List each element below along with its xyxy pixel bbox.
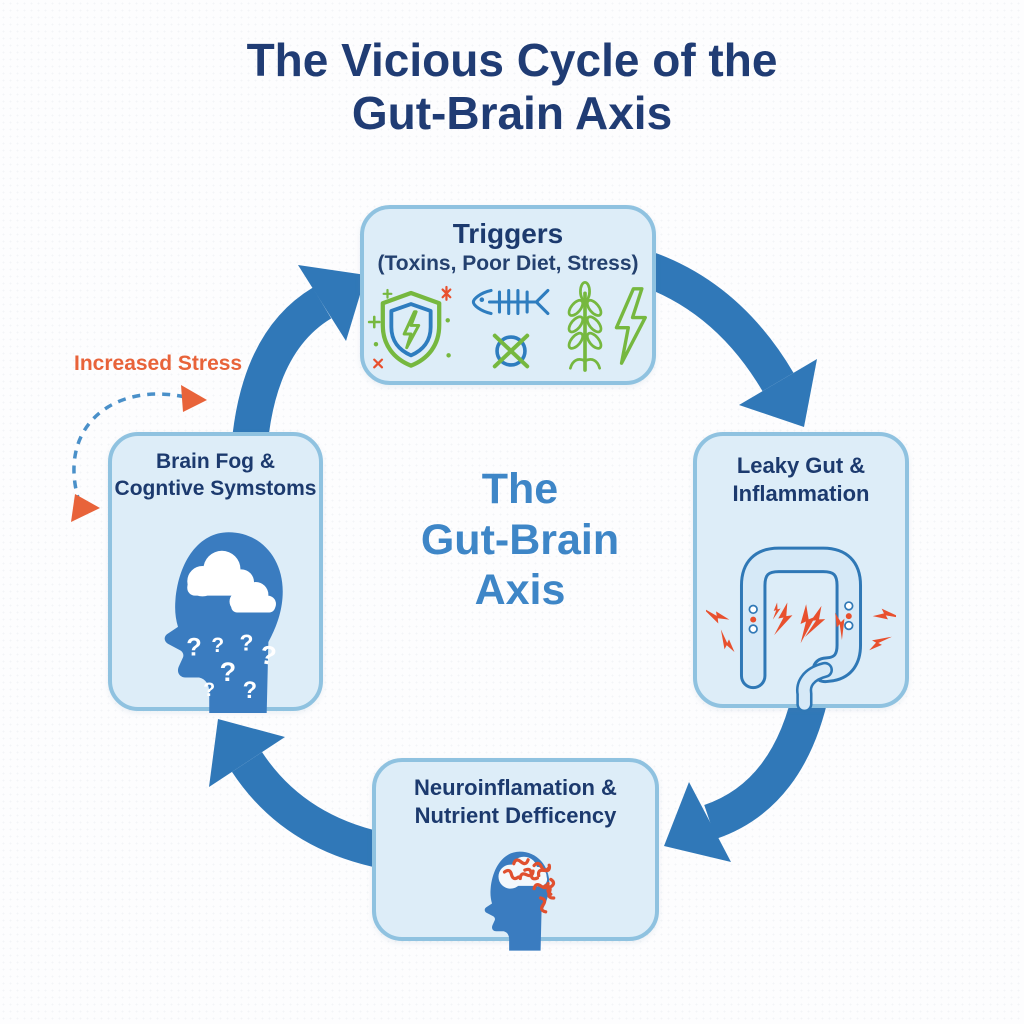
question-mark-glyph: ? <box>219 657 236 687</box>
brain-fog-title-line1: Brain Fog & <box>156 450 275 473</box>
center-label-line2: Gut-Brain <box>420 515 620 564</box>
page-title-line2: Gut-Brain Axis <box>351 87 673 140</box>
question-mark-glyph: ? <box>211 634 224 657</box>
question-mark-glyph: ? <box>186 633 201 661</box>
arrowhead-up-right-icon <box>298 265 366 341</box>
neuro-title-line1: Neuroinflamation & <box>414 775 617 800</box>
page-title: The Vicious Cycle of the Gut-Brain Axis <box>0 34 1024 141</box>
neuro-squiggles-icon <box>502 858 555 914</box>
node-triggers: Triggers (Toxins, Poor Diet, Stress) <box>360 205 656 385</box>
triggers-subtitle: (Toxins, Poor Diet, Stress) <box>377 251 639 275</box>
arrowhead-up-left-icon <box>209 719 285 787</box>
arrowhead-down-left-icon <box>664 782 731 862</box>
foggy-mind-head-icon: ? ? ? ? ? ? ? <box>164 531 283 713</box>
triggers-icon-row <box>364 280 652 378</box>
question-mark-glyph: ? <box>239 629 253 655</box>
node-neuroinflammation: Neuroinflamation & Nutrient Defficency <box>372 758 659 951</box>
arrow-neuro-to-brain-fog <box>231 751 394 870</box>
center-label-line1: The <box>481 465 559 513</box>
question-mark-glyph: ? <box>242 678 256 704</box>
brain-fog-title-line2: Cogntive Symstoms <box>114 476 317 500</box>
center-label-line3: Axis <box>474 566 566 615</box>
inflammation-bolts-icon <box>702 602 903 653</box>
leaky-gut-title-line1: Leaky Gut & <box>736 453 866 478</box>
neuroinflamed-brain-head-icon <box>484 851 555 951</box>
arrow-triggers-to-leaky-gut <box>629 247 794 392</box>
wheat-grain-icon <box>567 280 603 372</box>
crossed-circle-icon <box>492 333 530 369</box>
page-title-line1: The Vicious Cycle of the <box>246 34 778 86</box>
lightning-bolt-icon <box>614 286 647 365</box>
leaky-gut-title-line2: Inflammation <box>732 481 870 507</box>
increased-stress-label: Increased Stress <box>74 352 243 375</box>
shield-lightning-icon <box>367 285 452 369</box>
fog-clouds-icon <box>186 550 276 613</box>
dashed-feedback-arrow <box>72 392 186 499</box>
neuro-title-line2: Nutrient Defficency <box>414 803 617 829</box>
center-label: The Gut-Brain Axis <box>382 464 658 616</box>
arrowhead-down-right-icon <box>739 359 817 427</box>
leak-particles-icon <box>748 601 854 634</box>
fish-skeleton-icon <box>471 288 550 315</box>
feedback-arrowhead-bottom-icon <box>71 494 100 522</box>
node-brain-fog: Brain Fog & Cogntive Symstoms ? ? ? ? ? … <box>108 432 323 713</box>
triggers-title: Triggers <box>452 218 564 249</box>
node-leaky-gut: Leaky Gut & Inflammation <box>693 432 909 713</box>
question-mark-glyph: ? <box>203 679 215 701</box>
feedback-arrowhead-top-icon <box>181 385 207 412</box>
question-mark-glyph: ? <box>257 639 278 671</box>
inflamed-intestine-icon <box>702 546 903 713</box>
